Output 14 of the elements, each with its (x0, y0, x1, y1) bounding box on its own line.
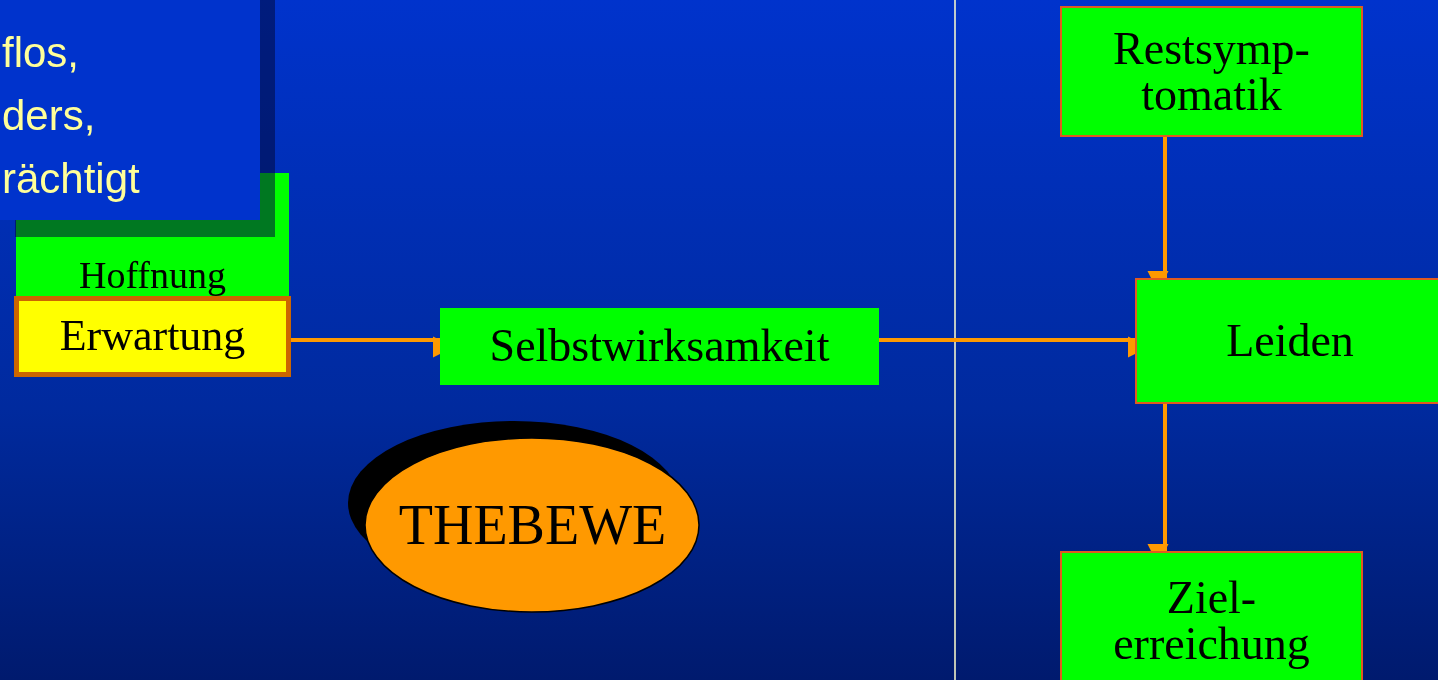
oval-shape (348, 420, 701, 613)
process-box (1135, 278, 1438, 404)
box-label: Hoffnung (78, 255, 227, 297)
note-text: flos, ders, rächtigt (2, 28, 141, 204)
box-label: Ziel- erreichung (1112, 575, 1311, 667)
oval-label: THEBEWE (397, 492, 668, 558)
box-label: Leiden (1226, 315, 1354, 367)
box-label: Erwartung (59, 312, 246, 361)
process-box (1060, 551, 1363, 680)
box-label: Restsymp- tomatik (1112, 25, 1311, 118)
process-box (1060, 6, 1363, 137)
process-box (440, 308, 879, 385)
box-label: Selbstwirksamkeit (489, 321, 830, 372)
process-box (14, 296, 291, 377)
